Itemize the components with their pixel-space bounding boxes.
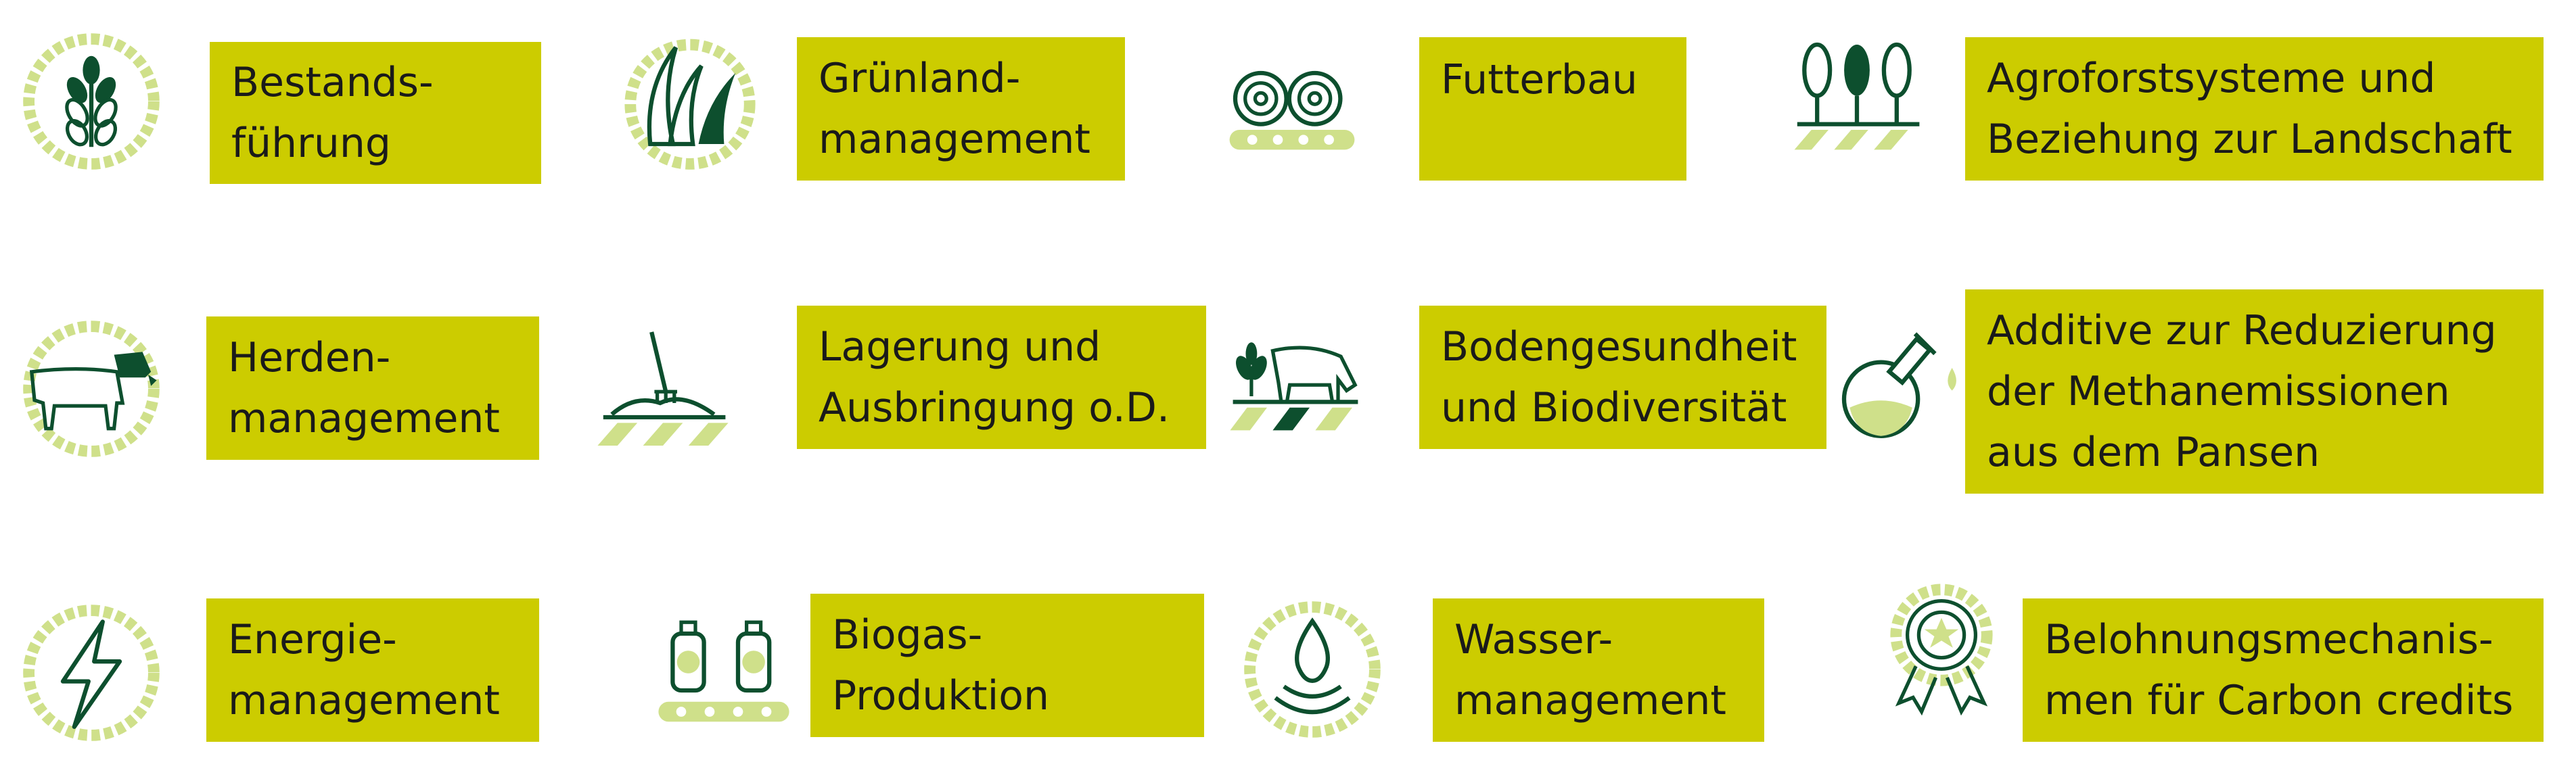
label-line: Agroforstsysteme und — [1987, 55, 2436, 102]
manure-fork-icon — [592, 318, 734, 460]
label-box: Bestands- führung — [210, 42, 541, 184]
label-line: Herden- — [228, 334, 391, 381]
label-line: management — [1454, 677, 1726, 724]
flask-icon — [1830, 311, 1972, 453]
wheat-gear-icon — [20, 30, 162, 172]
label-box: Wasser- management — [1433, 598, 1764, 742]
label-line: Produktion — [832, 672, 1049, 719]
label-line: Belohnungsmechanis- — [2044, 616, 2493, 663]
label-line: Beziehung zur Landschaft — [1987, 116, 2512, 163]
label-line: Lagerung und — [819, 323, 1101, 371]
label-line: und Biodiversität — [1441, 384, 1787, 431]
trees-field-icon — [1786, 30, 1928, 172]
label-line: aus dem Pansen — [1987, 429, 2320, 476]
label-line: Wasser- — [1454, 616, 1613, 663]
label-box: Herden- management — [206, 316, 539, 460]
label-line: der Methanemissionen — [1987, 368, 2450, 415]
label-box: Bodengesundheit und Biodiversität — [1419, 306, 1826, 449]
label-line: Futterbau — [1441, 56, 1638, 103]
label-box: Belohnungsmechanis- men für Carbon credi… — [2023, 598, 2544, 742]
label-line: management — [819, 116, 1090, 163]
label-line: Bestands- — [231, 59, 434, 106]
label-line: Grünland- — [819, 55, 1021, 102]
hay-bales-icon — [1221, 30, 1363, 172]
label-line: Biogas- — [832, 611, 983, 659]
grass-gear-icon — [619, 30, 761, 172]
label-line: Bodengesundheit — [1441, 323, 1797, 371]
label-line: führung — [231, 120, 391, 167]
label-box: Agroforstsysteme und Beziehung zur Lands… — [1965, 37, 2544, 181]
grazing-cow-icon — [1224, 311, 1366, 453]
biogas-tanks-icon — [653, 605, 795, 747]
label-box: Grünland- management — [797, 37, 1125, 181]
label-line: men für Carbon credits — [2044, 677, 2514, 724]
cow-gear-icon — [20, 318, 162, 460]
label-line: Ausbringung o.D. — [819, 384, 1170, 431]
label-box: Additive zur Reduzierung der Methanemiss… — [1965, 289, 2544, 494]
label-line: Additive zur Reduzierung — [1987, 307, 2497, 354]
label-line: management — [228, 677, 500, 724]
lightning-gear-icon — [20, 602, 162, 744]
label-line: management — [228, 395, 500, 442]
label-box: Energie- management — [206, 598, 539, 742]
award-medal-icon — [1870, 578, 2013, 720]
label-box: Futterbau — [1419, 37, 1686, 181]
label-box: Lagerung und Ausbringung o.D. — [797, 306, 1206, 449]
water-drop-gear-icon — [1241, 598, 1383, 740]
label-box: Biogas- Produktion — [810, 594, 1204, 737]
label-line: Energie- — [228, 616, 397, 663]
